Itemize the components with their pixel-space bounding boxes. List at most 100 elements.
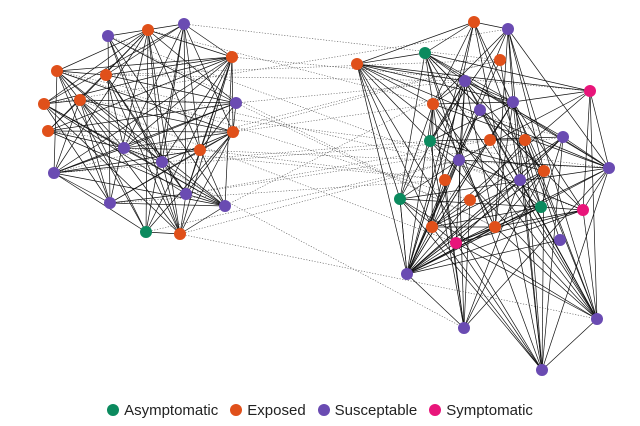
left-cluster-edge (185, 149, 201, 195)
left-cluster-edge (107, 35, 111, 204)
inter-cluster-edge (53, 139, 491, 174)
left-cluster-node-exposed (100, 69, 112, 81)
left-cluster-edge (53, 161, 163, 174)
right-cluster-node-exposed (489, 221, 501, 233)
right-cluster-edge (356, 52, 426, 65)
susceptible-dot-icon (317, 404, 330, 416)
right-cluster-edge (431, 21, 475, 228)
right-cluster-edge (406, 242, 457, 275)
right-cluster-edge (582, 209, 598, 320)
left-cluster-node-susceptible (156, 156, 168, 168)
left-cluster-edge (123, 23, 185, 149)
left-cluster-edge (123, 147, 163, 163)
legend-label-susceptible: Susceptable (334, 401, 418, 419)
legend-item-exposed: Exposed (230, 402, 306, 419)
right-cluster-node-asymptomatic (419, 47, 431, 59)
inter-cluster-edge (79, 99, 610, 169)
inter-cluster-edge (185, 139, 491, 195)
inter-cluster-edge (231, 56, 591, 92)
intra-cluster-edges (43, 21, 610, 371)
right-cluster-edge (406, 273, 465, 329)
left-cluster-edge (53, 102, 237, 174)
right-cluster-edge (507, 28, 543, 371)
right-cluster-edge (432, 103, 598, 320)
right-cluster-edge (507, 28, 610, 169)
left-cluster-edge (147, 29, 233, 58)
right-cluster-edge (406, 28, 509, 275)
left-cluster-edge (79, 99, 237, 104)
right-cluster-edge (473, 21, 545, 172)
legend-label-symptomatic: Symptomatic (446, 401, 533, 419)
right-cluster-edge (356, 63, 466, 82)
network-nodes (38, 16, 615, 376)
right-cluster-node-susceptible (474, 104, 486, 116)
inter-cluster-edge (107, 35, 584, 211)
inter-cluster-edge (105, 74, 466, 82)
right-cluster-node-symptomatic (577, 204, 589, 216)
right-cluster-edge (399, 103, 434, 200)
left-cluster-node-exposed (194, 144, 206, 156)
right-cluster-edge (424, 52, 598, 320)
right-cluster-node-susceptible (507, 96, 519, 108)
left-cluster-edge (161, 161, 226, 207)
left-cluster-edge (199, 56, 233, 151)
left-cluster-edge (53, 149, 201, 174)
right-cluster-edge (406, 239, 561, 275)
right-cluster-edge (429, 140, 545, 172)
left-cluster-edge (161, 23, 185, 163)
right-cluster-node-asymptomatic (535, 201, 547, 213)
right-cluster-node-exposed (494, 54, 506, 66)
symptomatic-dot-icon (429, 404, 442, 416)
right-cluster-edge (406, 103, 434, 275)
right-cluster-edge (399, 159, 460, 200)
left-cluster-edge (199, 102, 237, 151)
left-cluster-node-susceptible (102, 30, 114, 42)
left-cluster-edge (47, 130, 125, 149)
legend-item-symptomatic: Symptomatic (429, 402, 533, 419)
inter-cluster-edge (235, 102, 496, 228)
right-cluster-edge (463, 199, 471, 329)
right-cluster-edge (582, 167, 610, 211)
right-cluster-edge (507, 28, 514, 103)
right-cluster-edge (512, 90, 591, 103)
inter-cluster-edge (199, 149, 610, 169)
right-cluster-edge (507, 28, 598, 320)
left-cluster-edge (161, 161, 187, 195)
left-cluster-edge (43, 103, 111, 204)
left-cluster-edge (56, 70, 163, 163)
inter-cluster-edge (53, 59, 501, 174)
right-cluster-node-exposed (468, 16, 480, 28)
right-cluster-edge (399, 198, 543, 371)
left-cluster-edge (123, 147, 226, 207)
left-cluster-edge (53, 172, 111, 204)
right-cluster-edge (455, 242, 598, 320)
right-cluster-edge (431, 226, 543, 371)
left-cluster-edge (185, 131, 234, 195)
right-cluster-edge (431, 101, 514, 228)
right-cluster-node-symptomatic (584, 85, 596, 97)
right-cluster-edge (429, 140, 465, 329)
left-cluster-edge (53, 147, 125, 174)
right-cluster-edge (589, 90, 598, 320)
right-cluster-edge (432, 28, 509, 105)
left-cluster-edge (105, 74, 125, 149)
right-cluster-edge (499, 59, 521, 181)
right-cluster-edge (540, 206, 584, 211)
left-cluster-node-asymptomatic (140, 226, 152, 238)
right-cluster-edge (494, 226, 598, 320)
left-cluster-edge (183, 23, 201, 151)
left-cluster-edge (43, 103, 187, 195)
right-cluster-edge (406, 226, 496, 275)
legend-item-susceptible: Susceptable (317, 401, 418, 419)
left-cluster-edge (56, 70, 107, 76)
left-cluster-edge (123, 56, 233, 149)
right-cluster-node-symptomatic (450, 237, 462, 249)
left-cluster-edge (43, 99, 81, 105)
right-cluster-edge (356, 63, 591, 92)
right-cluster-edge (356, 63, 543, 371)
inter-cluster-edge (161, 140, 431, 163)
right-cluster-edge (458, 159, 610, 169)
left-cluster-node-exposed (38, 98, 50, 110)
right-cluster-edge (473, 21, 543, 371)
